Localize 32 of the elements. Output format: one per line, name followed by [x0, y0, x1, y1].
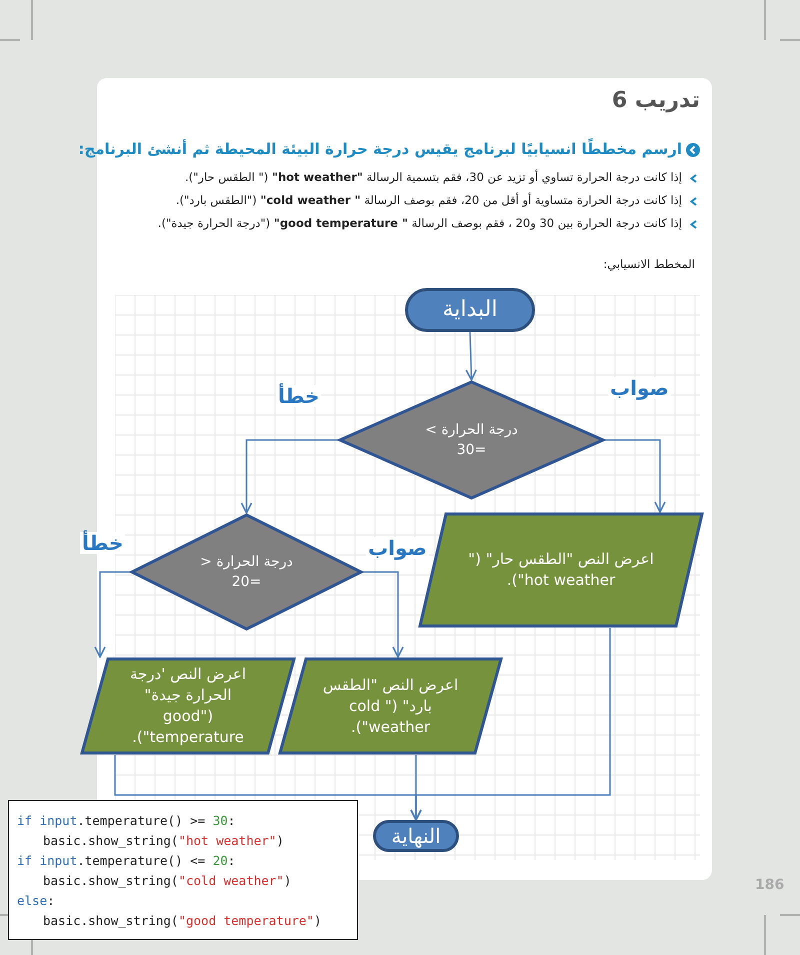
- condition-text: درجة الحرارة < =20: [199, 553, 294, 592]
- edge-label: صواب: [366, 537, 429, 559]
- arrow: [605, 439, 666, 513]
- arrow: [114, 755, 422, 821]
- code-line: if input.temperature() >= 30:: [17, 812, 236, 830]
- edge-label: خطأ: [80, 532, 126, 554]
- code-line: else:: [17, 892, 55, 910]
- edge-label: خطأ: [276, 385, 322, 407]
- output-parallelogram: [80, 657, 296, 755]
- code-line: basic.show_string("cold weather"): [43, 872, 292, 890]
- code-line: if input.temperature() <= 20:: [17, 852, 236, 870]
- code-line: basic.show_string("good temperature"): [43, 912, 322, 930]
- arrow: [94, 571, 130, 658]
- output-text: اعرض النص "الطقس حار" (" hot weather").: [467, 549, 655, 591]
- decision-diamond: [338, 380, 605, 500]
- page-number: 186: [755, 877, 784, 893]
- arrow: [465, 332, 477, 381]
- terminator-shape: [405, 288, 535, 332]
- output-text: اعرض النص 'درجة الحرارة جيدة" ("good temperature").: [128, 664, 248, 748]
- terminator-label: النهاية: [391, 823, 441, 849]
- arrow: [240, 439, 338, 514]
- output-text: اعرض النص "الطقس بارد" (" cold weather").: [322, 674, 460, 738]
- exercise-title: تدريب 6: [612, 88, 700, 113]
- arrow: [363, 571, 404, 658]
- condition-text: درجة الحرارة > =30: [424, 421, 519, 460]
- decision-diamond: [130, 513, 363, 631]
- flowchart-caption: المخطط الانسيابي:: [603, 257, 695, 271]
- instruction-heading: ارسم مخططًا انسيابيًا لبرنامج يقيس درجة حرارة البيئة المحيطة ثم أنشئ البرنامج:: [78, 140, 682, 158]
- edge-label: صواب: [608, 377, 671, 399]
- terminator-label: البداية: [442, 296, 498, 324]
- terminator-shape: [373, 820, 459, 852]
- code-line: basic.show_string("hot weather"): [43, 832, 284, 850]
